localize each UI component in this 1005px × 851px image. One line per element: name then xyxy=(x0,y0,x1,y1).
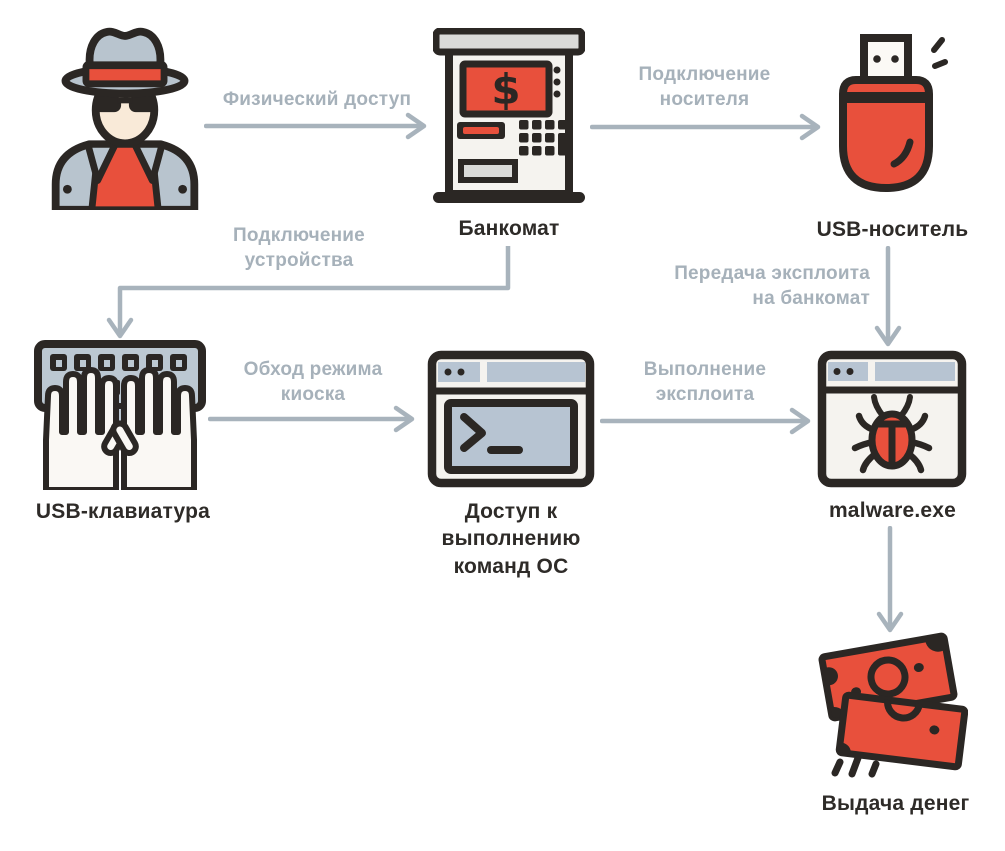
edge-label-connect-device: Подключение устройства xyxy=(233,225,365,271)
hand-right xyxy=(110,367,197,490)
usb-flash-icon xyxy=(838,32,948,196)
banknote-front xyxy=(835,691,968,771)
banknotes-icon xyxy=(816,626,968,778)
bug-icon xyxy=(851,394,933,474)
arrow-cash-dispense xyxy=(876,526,904,633)
os-commands-label: Доступ к выполнению команд ОС xyxy=(441,500,581,578)
arrow-connect-media xyxy=(590,113,821,141)
edge-label-connect-media: Подключение носителя xyxy=(638,64,771,110)
terminal-window-icon xyxy=(427,350,595,488)
keyboard-hands-icon xyxy=(30,338,210,490)
arrow-physical-access xyxy=(204,112,427,140)
edge-label-exploit-transfer: Передача эксплоита на банкомат xyxy=(674,263,870,309)
edge-label-kiosk-bypass: Обход режима киоска xyxy=(243,359,383,405)
cash-label: Выдача денег xyxy=(821,792,970,815)
prompt-chevron xyxy=(460,413,486,452)
dollar-symbol: $ xyxy=(491,65,520,114)
edge-label-exploit-execute: Выполнение эксплоита xyxy=(643,359,767,405)
arrow-kiosk-bypass xyxy=(208,405,415,433)
arrow-exploit-transfer xyxy=(874,246,902,347)
arrow-connect-device xyxy=(106,246,511,339)
usb-drive-label: USB-носитель xyxy=(816,218,969,241)
edge-label-physical-access: Физический доступ xyxy=(222,89,412,110)
arrow-exploit-execute xyxy=(600,407,811,435)
malware-window-icon xyxy=(817,350,967,488)
atm-label: Банкомат xyxy=(458,217,560,240)
motion-dashes xyxy=(831,754,880,778)
malware-label: malware.exe xyxy=(828,499,957,522)
usb-keyboard-label: USB-клавиатура xyxy=(35,500,211,523)
spy-icon xyxy=(42,24,208,210)
atm-icon: $ xyxy=(433,28,585,208)
